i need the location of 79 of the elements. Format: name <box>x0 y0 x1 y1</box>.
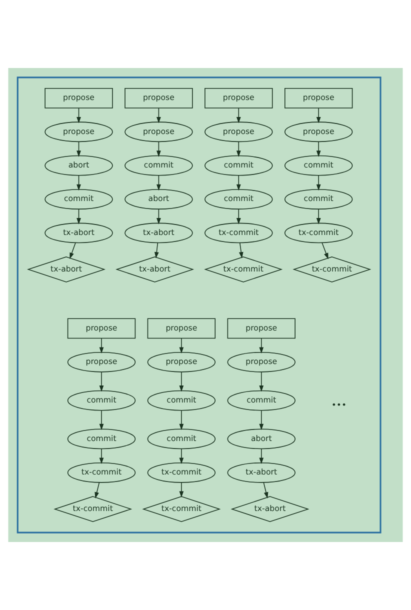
arrow <box>316 141 321 157</box>
arrow <box>259 338 264 354</box>
node-diamond: tx-abort <box>116 256 194 282</box>
arrow <box>76 141 81 157</box>
arrow <box>236 175 241 191</box>
node-box: propose <box>67 318 136 339</box>
node-ellipse: commit <box>67 390 136 411</box>
node-ellipse: tx-abort <box>44 222 113 244</box>
arrow <box>316 108 321 124</box>
arrow <box>179 372 184 392</box>
node-ellipse: propose <box>227 352 296 372</box>
node-ellipse: commit <box>67 428 136 450</box>
node-ellipse: tx-commit <box>67 462 136 483</box>
node-ellipse: tx-commit <box>204 222 273 244</box>
arrow <box>99 338 104 354</box>
arrow <box>322 242 328 260</box>
arrow <box>238 242 244 258</box>
node-diamond: tx-commit <box>54 496 132 522</box>
arrow <box>99 448 104 464</box>
arrow <box>179 338 184 354</box>
arrow <box>236 141 241 157</box>
node-ellipse: propose <box>147 352 216 372</box>
arrow <box>99 372 104 392</box>
node-ellipse: commit <box>227 390 296 411</box>
arrow <box>94 482 100 498</box>
node-ellipse: commit <box>124 155 193 176</box>
node-ellipse: commit <box>204 155 273 176</box>
arrow <box>236 108 241 124</box>
node-ellipse: tx-commit <box>284 222 353 244</box>
arrow <box>99 410 104 430</box>
node-ellipse: commit <box>44 189 113 210</box>
node-ellipse: propose <box>124 122 193 142</box>
node-box: propose <box>124 88 193 108</box>
cluster <box>16 76 382 534</box>
arrow <box>156 108 161 124</box>
arrow <box>316 208 321 224</box>
node-box: propose <box>147 318 216 339</box>
node-diamond: tx-commit <box>142 496 221 522</box>
arrow <box>259 410 264 430</box>
node-box: propose <box>204 88 273 108</box>
arrow <box>236 208 241 224</box>
node-ellipse: commit <box>284 155 353 176</box>
arrow <box>156 175 161 191</box>
node-ellipse: propose <box>44 122 113 142</box>
arrow <box>263 482 268 498</box>
node-diamond: tx-abort <box>26 256 106 282</box>
arrow <box>259 372 264 392</box>
node-box: propose <box>227 318 296 339</box>
arrow <box>179 410 184 430</box>
node-ellipse: abort <box>44 155 113 176</box>
arrow <box>76 175 81 191</box>
arrow <box>259 448 264 464</box>
arrow <box>156 208 161 224</box>
arrow <box>316 175 321 191</box>
arrow <box>179 448 184 464</box>
node-box: propose <box>284 88 353 108</box>
arrow <box>76 108 81 124</box>
node-ellipse: abort <box>124 189 193 210</box>
node-ellipse: tx-abort <box>124 222 193 244</box>
node-diamond: tx-commit <box>292 256 372 282</box>
arrow <box>70 242 76 260</box>
node-diamond: tx-abort <box>230 496 310 522</box>
node-ellipse: tx-abort <box>227 462 296 483</box>
node-ellipse: commit <box>284 189 353 210</box>
arrow <box>156 141 161 157</box>
node-ellipse: commit <box>147 428 216 450</box>
node-box: propose <box>44 88 113 108</box>
node-ellipse: abort <box>227 428 296 450</box>
arrow <box>76 208 81 224</box>
label: ... <box>331 388 347 410</box>
node-ellipse: tx-commit <box>147 462 216 483</box>
node-ellipse: propose <box>204 122 273 142</box>
arrow <box>179 482 184 498</box>
node-ellipse: propose <box>67 352 136 372</box>
node-ellipse: commit <box>147 390 216 411</box>
node-ellipse: commit <box>204 189 273 210</box>
arrow <box>154 242 159 258</box>
node-ellipse: propose <box>284 122 353 142</box>
node-diamond: tx-commit <box>204 256 283 282</box>
